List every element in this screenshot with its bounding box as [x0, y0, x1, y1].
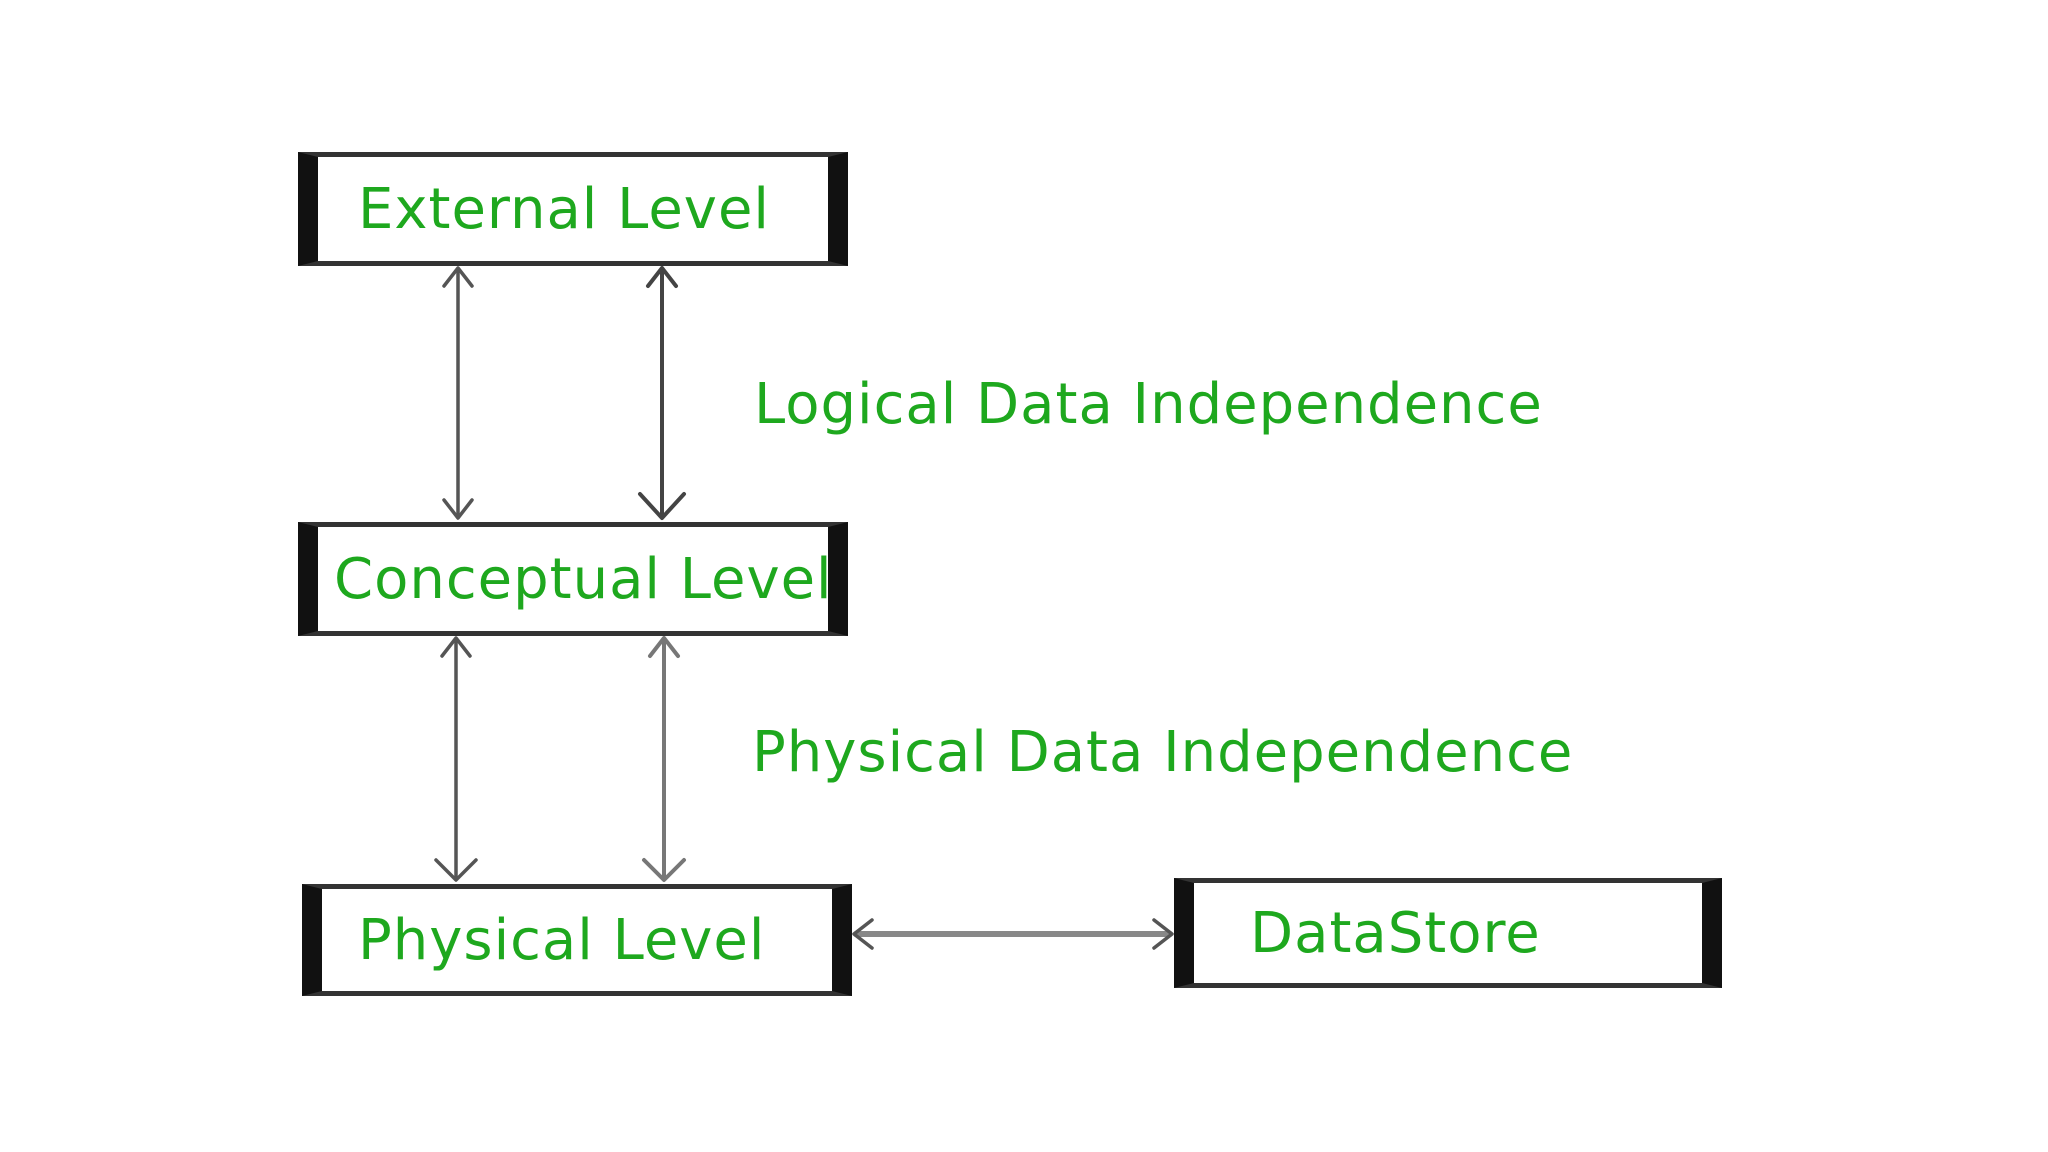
conceptual-level-box: Conceptual Level [298, 522, 848, 636]
external-level-label: External Level [358, 176, 770, 242]
logical-data-independence-label: Logical Data Independence [754, 372, 1543, 437]
physical-level-label: Physical Level [358, 907, 766, 973]
arrow-external-conceptual-right [638, 266, 686, 520]
physical-data-independence-label: Physical Data Independence [752, 720, 1574, 785]
datastore-box: DataStore [1174, 878, 1722, 988]
arrow-conceptual-physical-right [642, 636, 686, 882]
arrow-physical-datastore [852, 918, 1174, 950]
datastore-label: DataStore [1250, 900, 1541, 966]
external-level-box: External Level [298, 152, 848, 266]
arrow-conceptual-physical-left [434, 636, 478, 882]
physical-level-box: Physical Level [302, 884, 852, 996]
conceptual-level-label: Conceptual Level [334, 546, 833, 612]
arrow-external-conceptual-left [442, 266, 474, 520]
